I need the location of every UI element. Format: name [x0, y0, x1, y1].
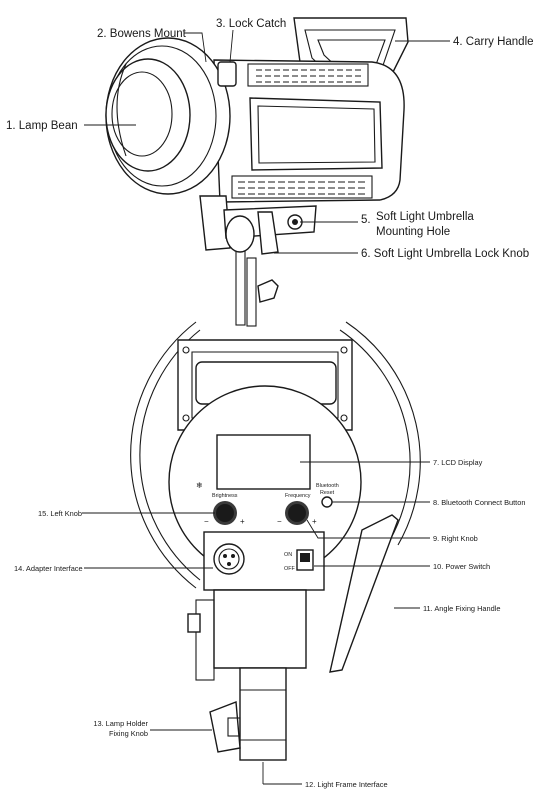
- top-vents: [247, 63, 369, 87]
- bottom-vents: [231, 175, 373, 199]
- label-umbrella-lock-knob: 6. Soft Light Umbrella Lock Knob: [361, 248, 529, 260]
- left-knob-minus: −: [204, 517, 209, 526]
- back-view-illustration: ❄: [130, 321, 421, 761]
- top-callouts: [84, 29, 450, 254]
- brightness-label: Brightness: [212, 493, 238, 499]
- lcd-display: [216, 434, 311, 490]
- label-bowens-mount: 2. Bowens Mount: [97, 28, 187, 40]
- label-umbrella-hole-line2: Mounting Hole: [376, 226, 450, 238]
- lower-yoke: [213, 589, 307, 669]
- bluetooth-label-line2: Reset: [320, 490, 335, 496]
- umbrella-lock-knob: [257, 211, 279, 255]
- label-umbrella-hole-num: 5.: [361, 214, 371, 226]
- label-carry-handle: 4. Carry Handle: [453, 36, 534, 48]
- label-lamp-holder-line1: 13. Lamp Holder: [93, 719, 148, 728]
- label-bluetooth-button: 8. Bluetooth Connect Button: [433, 498, 525, 507]
- label-right-knob: 9. Right Knob: [433, 534, 478, 543]
- label-lamp-holder-line2: Fixing Knob: [109, 729, 148, 738]
- label-umbrella-hole-line1: Soft Light Umbrella: [376, 211, 474, 223]
- right-knob-plus: +: [312, 517, 317, 526]
- label-power-switch: 10. Power Switch: [433, 562, 490, 571]
- light-frame-interface: [239, 667, 287, 761]
- stand-knob: [257, 279, 279, 303]
- lock-catch: [217, 61, 237, 87]
- label-lcd-display: 7. LCD Display: [433, 458, 483, 467]
- switch-off-label: OFF: [284, 566, 295, 572]
- label-angle-handle: 11. Angle Fixing Handle: [423, 604, 501, 613]
- label-lamp-bean: 1. Lamp Bean: [6, 120, 78, 132]
- logo-icon: ❄: [196, 481, 203, 490]
- lamp-holder-fixing-knob[interactable]: [209, 701, 241, 753]
- frequency-label: Frequency: [285, 493, 311, 499]
- right-knob-minus: −: [277, 517, 282, 526]
- switch-on-label: ON: [284, 552, 292, 558]
- label-lock-catch: 3. Lock Catch: [216, 18, 286, 30]
- outer-ring: [139, 329, 201, 581]
- label-left-knob: 15. Left Knob: [38, 509, 82, 518]
- label-adapter-interface: 14. Adapter Interface: [14, 564, 83, 573]
- side-view-illustration: [105, 17, 409, 327]
- adapter-interface[interactable]: [213, 543, 245, 575]
- bluetooth-label-line1: Bluetooth: [316, 483, 339, 489]
- stand-pole: [235, 249, 246, 326]
- bottom-callouts: [82, 461, 430, 785]
- bluetooth-button[interactable]: [321, 496, 333, 508]
- left-knob-plus: +: [240, 517, 245, 526]
- angle-fixing-handle[interactable]: [329, 514, 399, 673]
- yoke-bracket: [199, 195, 231, 251]
- label-light-frame-interface: 12. Light Frame Interface: [305, 780, 388, 789]
- side-panel: [249, 97, 383, 171]
- side-knob: [187, 613, 201, 633]
- lamp-bean: [105, 58, 191, 172]
